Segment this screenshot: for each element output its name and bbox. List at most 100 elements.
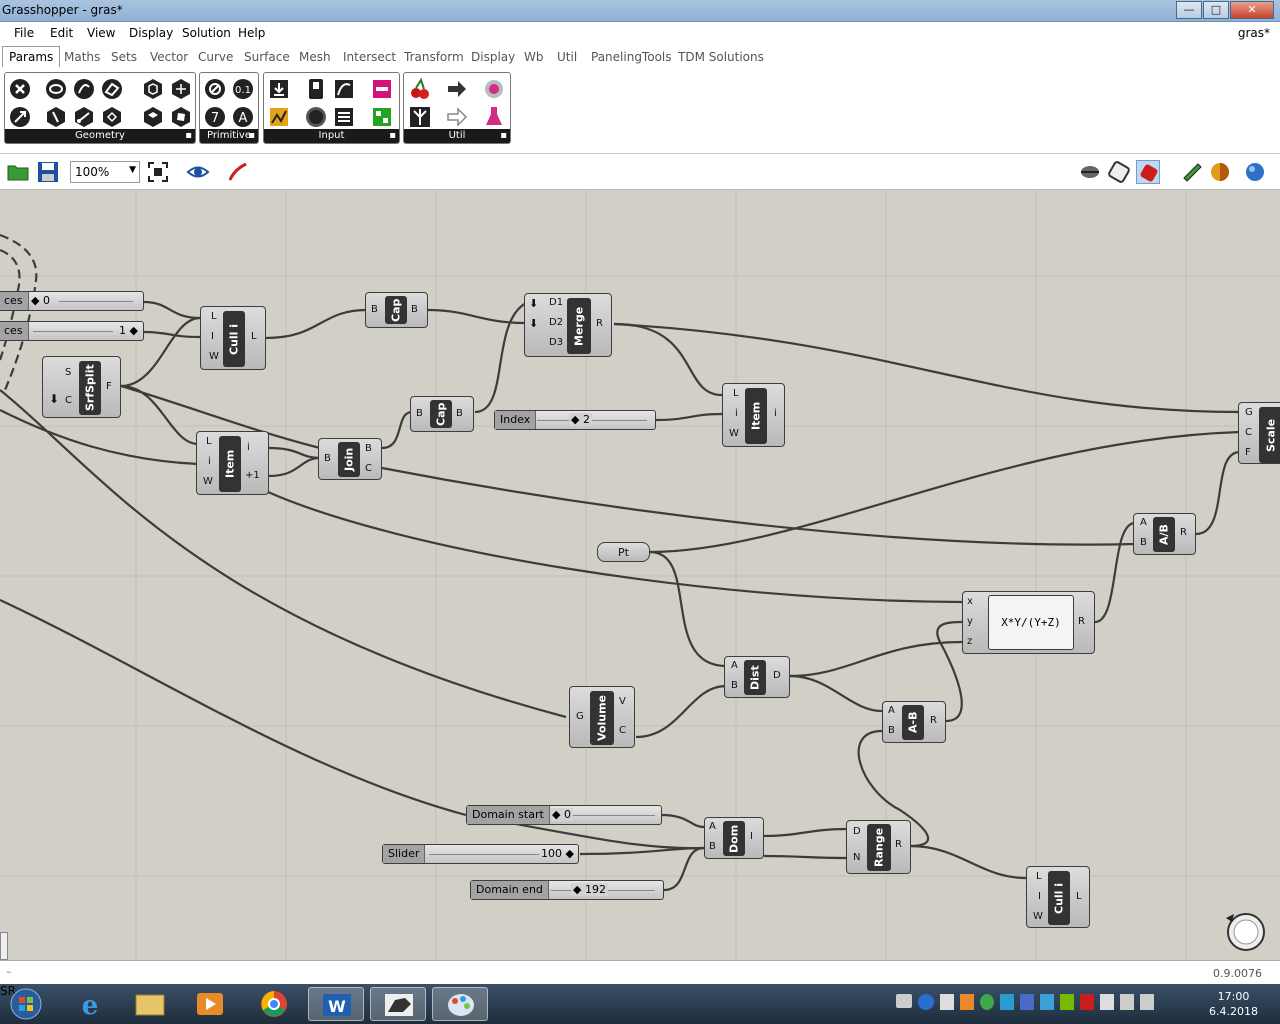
gradient-icon[interactable] [370,77,394,101]
autodesk-icon[interactable] [1000,994,1014,1010]
vector-param-icon[interactable] [8,105,32,129]
port-c[interactable]: C [1245,427,1252,438]
media-player-icon[interactable] [182,987,238,1021]
mesh-param-icon[interactable] [169,77,193,101]
index-slider[interactable]: Index ◆ 2 [494,410,656,430]
tab-curve[interactable]: Curve [198,50,234,64]
cull-index-component-2[interactable]: L I W Cull i L [1026,866,1090,928]
cap-component-1[interactable]: B Cap B [365,292,428,328]
port-f[interactable]: F [1245,447,1251,458]
port-l-out[interactable]: L [1076,891,1082,902]
volume-component[interactable]: G Volume V C [569,686,635,748]
port-g[interactable]: G [576,711,584,722]
open-file-icon[interactable] [6,160,30,184]
tab-wb[interactable]: Wb [524,50,544,64]
flag-icon[interactable] [1100,994,1114,1010]
port-w[interactable]: W [203,476,213,487]
port-a[interactable]: A [888,705,895,716]
canvas-navigation-widget[interactable] [1222,908,1268,954]
domain-component[interactable]: A B Dom I [704,817,764,859]
preview-selected-icon[interactable] [1136,160,1160,184]
port-r-out[interactable]: R [1180,527,1187,538]
keyboard-icon[interactable] [896,994,912,1008]
slider-top[interactable]: ces ◆ 0 [0,291,144,311]
curve-param-icon[interactable] [72,77,96,101]
port-i[interactable]: i [208,456,211,467]
port-b[interactable]: B [416,408,423,419]
port-l[interactable]: L [211,311,217,322]
slider-second-track[interactable] [33,331,113,332]
colour-swatch-icon[interactable] [267,105,291,129]
graph-mapper-icon[interactable] [332,77,356,101]
arrow-right-icon[interactable] [445,77,469,101]
paint-icon[interactable] [432,987,488,1021]
number-param-icon[interactable]: 0.1 [231,77,255,101]
tab-mesh[interactable]: Mesh [299,50,331,64]
internet-explorer-icon[interactable]: e [62,987,118,1021]
word-icon[interactable]: W [308,987,364,1021]
brep-param-icon[interactable] [141,77,165,101]
util-more-button[interactable]: ▪ [500,130,507,141]
value-list-icon[interactable] [332,105,356,129]
port-c[interactable]: C [65,395,72,406]
port-b[interactable]: B [1140,537,1147,548]
button-icon[interactable] [304,105,328,129]
distance-component[interactable]: A B Dist D [724,656,790,698]
slider-100-track[interactable] [429,854,539,855]
tab-params[interactable]: Params [2,46,61,67]
port-l[interactable]: L [1036,871,1042,882]
help-icon[interactable] [918,994,934,1010]
preview-wire-icon[interactable] [1078,160,1102,184]
port-x[interactable]: x [967,596,973,607]
start-button[interactable] [4,987,48,1021]
import-icon[interactable] [267,77,291,101]
eye-icon[interactable] [186,160,210,184]
port-d-out[interactable]: D [773,670,781,681]
list-item-component-1[interactable]: L i W Item i +1 [196,431,269,495]
volume-icon[interactable] [1140,994,1154,1010]
matrix-icon[interactable] [370,105,394,129]
circle-param-icon[interactable] [44,77,68,101]
cap-component-2[interactable]: B Cap B [410,396,474,432]
subtraction-component[interactable]: A B A-B R [882,701,946,743]
rhino-icon[interactable] [370,987,426,1021]
menu-display[interactable]: Display [129,26,174,40]
point-param-icon[interactable] [72,105,96,129]
port-l-out[interactable]: L [251,331,257,342]
port-b-out[interactable]: B [456,408,463,419]
tab-intersect[interactable]: Intersect [343,50,397,64]
slider-top-track[interactable] [59,301,133,302]
canvas-scroll-handle[interactable] [0,932,8,960]
port-a[interactable]: A [731,660,738,671]
port-d[interactable]: D [853,826,861,837]
tree-icon[interactable] [408,105,432,129]
port-b-out[interactable]: B [411,304,418,315]
port-s[interactable]: S [65,367,72,378]
port-w[interactable]: W [729,428,739,439]
join-component[interactable]: B Join B C [318,438,382,480]
menu-view[interactable]: View [87,26,116,40]
port-d3[interactable]: D3 [549,337,564,348]
port-r-out[interactable]: R [895,839,902,850]
port-b-out[interactable]: B [365,443,372,454]
port-w[interactable]: W [209,351,219,362]
minimize-button[interactable]: — [1176,1,1202,19]
network-icon[interactable] [1120,994,1134,1010]
scale-component[interactable]: G C F Scale [1238,402,1280,464]
menu-solution[interactable]: Solution [182,26,231,40]
port-l[interactable]: L [206,436,212,447]
sync-icon[interactable] [980,994,994,1010]
chrome-icon[interactable] [246,987,302,1021]
sketch-pen-icon[interactable] [226,160,250,184]
port-n[interactable]: N [853,852,861,863]
primitive-more-button[interactable]: ▪ [248,130,255,141]
port-b[interactable]: B [709,841,716,852]
port-i-out[interactable]: i [774,408,777,419]
graph-canvas[interactable]: ces ◆ 0 ces 1 ◆ Index ◆ 2 Domain start ◆… [0,190,1280,960]
srfsplit-component[interactable]: S C ⬇ SrfSplit F [42,356,121,418]
cull-index-component[interactable]: L I W Cull i L [200,306,266,370]
port-a[interactable]: A [1140,517,1147,528]
port-z[interactable]: z [967,636,973,647]
display-sphere-icon[interactable] [1243,160,1267,184]
port-v-out[interactable]: V [619,696,626,707]
